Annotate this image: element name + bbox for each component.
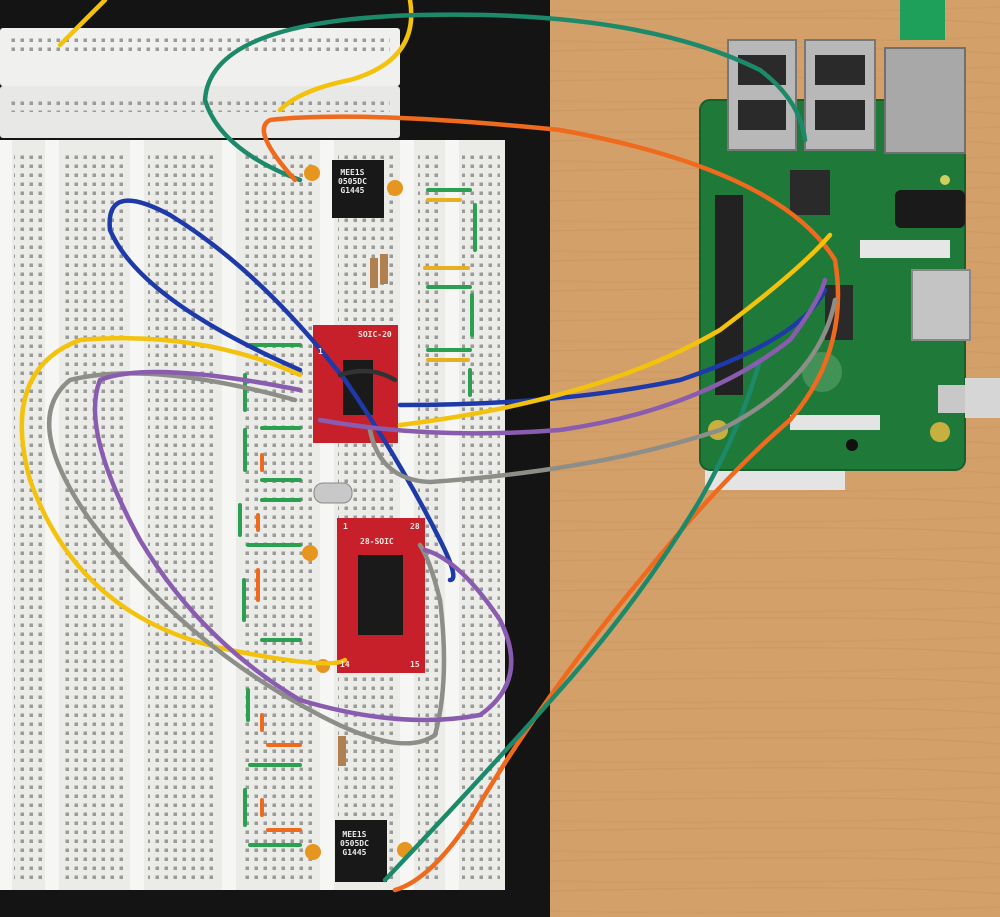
jumper-wires <box>238 188 477 847</box>
long-wires <box>19 0 841 893</box>
wire-purple <box>92 369 514 723</box>
soic20-label: SOIC-20 <box>358 330 392 339</box>
wire-gray-pi <box>367 297 838 485</box>
soic28-breakout-board <box>337 518 425 673</box>
wire-yellow-top-right <box>277 0 414 113</box>
breadboard-top-rails <box>0 28 400 138</box>
wire-blue <box>107 198 456 583</box>
wire-yellow-top <box>57 0 108 48</box>
wire-yellow-pi <box>397 232 833 428</box>
soic28-pin14-label: 14 <box>340 660 350 669</box>
dcdc-module-top <box>332 160 384 218</box>
raspberry-pi-board <box>699 0 1000 490</box>
wire-yellow-loop <box>19 335 348 666</box>
wire-orange-long <box>261 114 841 893</box>
resistors <box>338 254 388 766</box>
crystal <box>313 482 353 504</box>
soic28-pin1-label: 1 <box>343 522 348 531</box>
soic28-pin15-label: 15 <box>410 660 420 669</box>
soic20-pin1-label: 1 <box>318 347 323 356</box>
wire-green-long <box>202 12 808 183</box>
wire-gray <box>46 371 447 746</box>
soic28-pin28-label: 28 <box>410 522 420 531</box>
wire-purple-pi <box>317 277 828 436</box>
wire-blue-pi <box>397 287 828 408</box>
soc-chip <box>790 170 830 215</box>
dcdc-bottom-label: MEE1S 0505DC G1445 <box>340 830 369 857</box>
hdmi-port <box>911 269 971 341</box>
soic28-label: 28-SOIC <box>360 537 394 546</box>
dcdc-top-label: MEE1S 0505DC G1445 <box>338 168 367 195</box>
wire-green-lower <box>382 357 763 883</box>
audio-jack <box>895 190 965 228</box>
dcdc-module-bottom <box>335 820 387 882</box>
wire-dark-short <box>337 368 398 383</box>
ethernet-port <box>884 47 966 154</box>
